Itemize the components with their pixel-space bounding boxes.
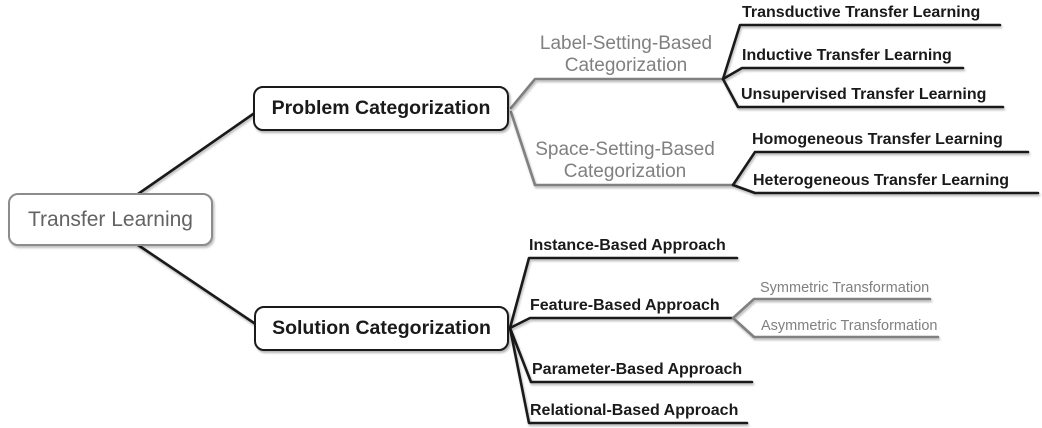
node-asymmetric-transformation: Asymmetric Transformation [761, 318, 938, 334]
node-transductive-transfer-learning: Transductive Transfer Learning [742, 4, 981, 21]
node-feature-based-approach: Feature-Based Approach [530, 297, 720, 314]
edge-solution-instance [508, 256, 739, 330]
node-instance-based-approach: Instance-Based Approach [529, 237, 726, 254]
edge-feature-symmetric [731, 297, 932, 320]
node-unsupervised-transfer-learning: Unsupervised Transfer Learning [741, 86, 987, 103]
edge-problem-label-setting [509, 77, 725, 110]
edge-root-solution [136, 243, 259, 327]
edge-label-inductive [721, 66, 965, 81]
node-space-setting-categorization: Space-Setting-Based Categorization [535, 139, 715, 182]
edge-problem-space-setting [509, 110, 735, 187]
edge-solution-parameter [508, 326, 754, 384]
edge-root-problem [136, 110, 258, 196]
node-solution-categorization: Solution Categorization [254, 306, 509, 351]
node-label-setting-categorization: Label-Setting-Based Categorization [539, 33, 713, 76]
edge-solution-relational [508, 326, 749, 425]
edge-space-homogeneous [731, 150, 1030, 187]
node-problem-categorization: Problem Categorization [253, 86, 509, 131]
edge-solution-feature [508, 316, 735, 330]
node-parameter-based-approach: Parameter-Based Approach [532, 361, 743, 378]
edge-space-heterogeneous [731, 183, 1040, 195]
node-heterogeneous-transfer-learning: Heterogeneous Transfer Learning [753, 172, 1010, 189]
node-transfer-learning: Transfer Learning [8, 193, 213, 246]
node-inductive-transfer-learning: Inductive Transfer Learning [742, 47, 952, 64]
node-homogeneous-transfer-learning: Homogeneous Transfer Learning [752, 131, 1003, 148]
edge-label-unsupervised [721, 77, 1005, 109]
node-relational-based-approach: Relational-Based Approach [530, 402, 739, 419]
node-symmetric-transformation: Symmetric Transformation [760, 280, 930, 296]
edge-feature-asymmetric [731, 316, 940, 339]
edge-label-transductive [721, 23, 1002, 81]
